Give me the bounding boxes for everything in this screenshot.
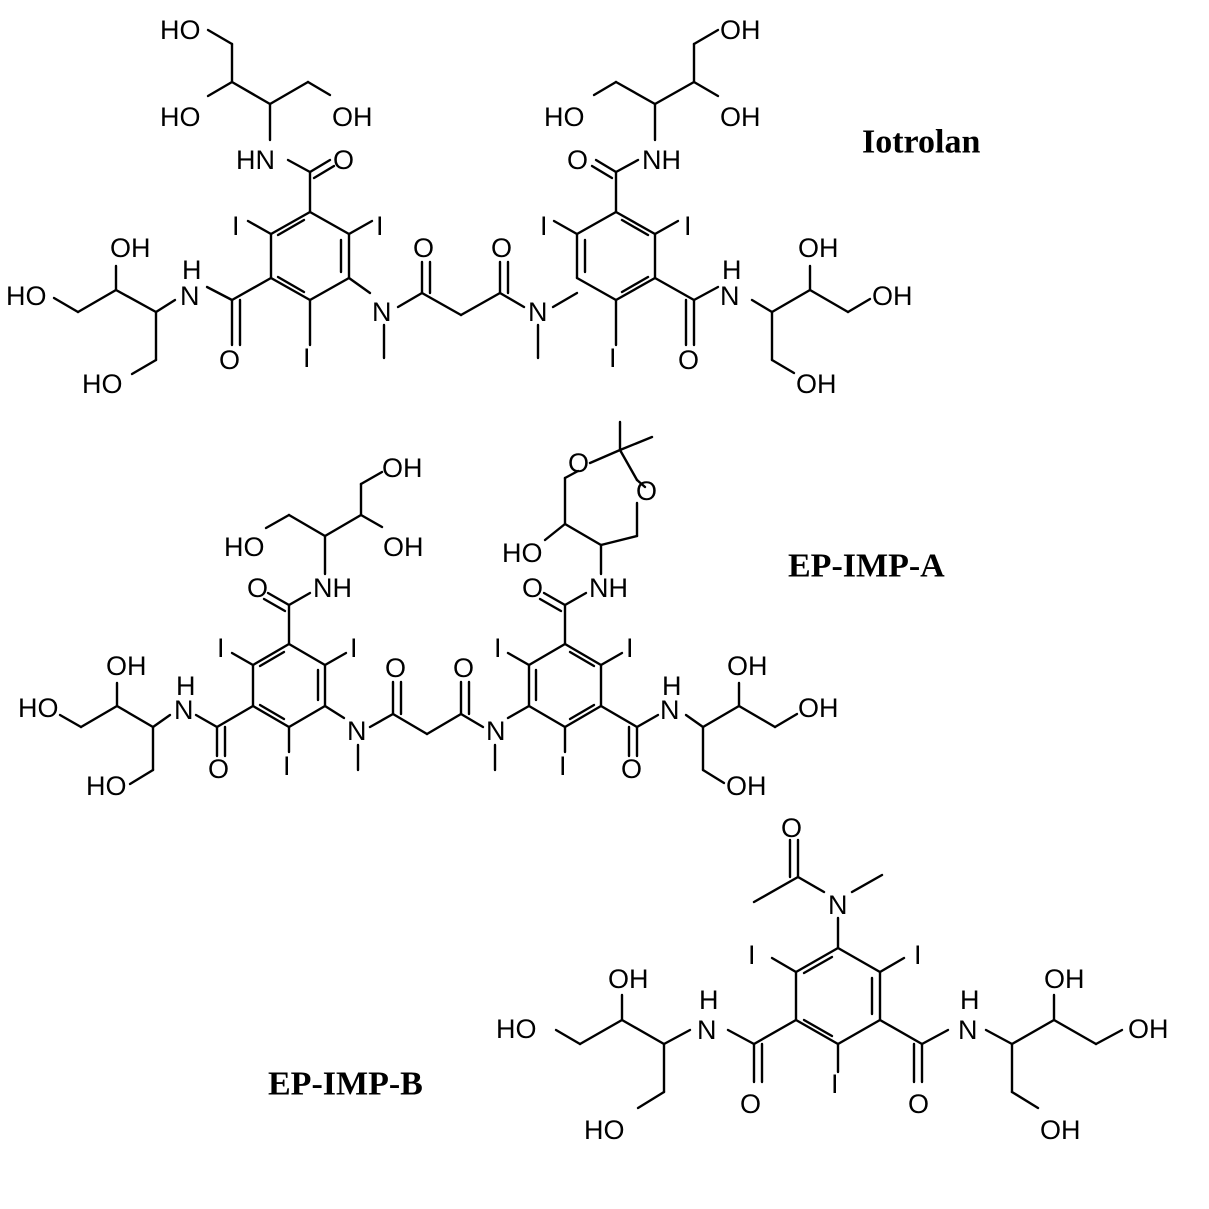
atom-iodine: I — [232, 211, 240, 241]
atom-hydroxyl: HO — [6, 281, 47, 311]
atom-iodine: I — [748, 940, 756, 970]
atom-oxygen: O — [522, 573, 543, 603]
atom-hydroxyl: OH — [608, 964, 649, 994]
compound-label-iotrolan: Iotrolan — [862, 124, 980, 161]
atom-amide-nh: HN — [236, 145, 275, 175]
atom-hydroxyl: OH — [796, 369, 837, 399]
atom-iodine: I — [684, 211, 692, 241]
atom-hydroxyl: HO — [224, 532, 265, 562]
compound-label-ep-imp-a: EP-IMP-A — [788, 548, 945, 585]
atom-oxygen: O — [491, 233, 512, 263]
atom-oxygen: O — [908, 1089, 929, 1119]
atom-hydrogen: H — [699, 985, 719, 1015]
atom-hydroxyl: HO — [496, 1014, 537, 1044]
atom-hydroxyl: OH — [106, 651, 147, 681]
atom-nitrogen: N — [828, 890, 848, 920]
atom-hydroxyl: OH — [1044, 964, 1085, 994]
atom-hydroxyl: OH — [720, 15, 761, 45]
atom-amide-nh: NH — [313, 573, 352, 603]
atom-iodine: I — [350, 633, 358, 663]
atom-hydroxyl: HO — [18, 693, 59, 723]
iotrolan-structure: HO HO OH HN O I I I OH HO H N O HO N O O… — [6, 15, 913, 399]
atom-oxygen: O — [385, 653, 406, 683]
atom-hydroxyl: HO — [160, 102, 201, 132]
ep-imp-a-structure: OH HO OH O NH I I I OH HO H N O HO N O O… — [18, 420, 839, 801]
atom-nitrogen: N — [720, 281, 740, 311]
atom-iodine: I — [376, 211, 384, 241]
atom-nitrogen: N — [486, 716, 506, 746]
atom-iodine: I — [217, 633, 225, 663]
atom-oxygen: O — [208, 754, 229, 784]
atom-hydrogen: H — [182, 255, 202, 285]
atom-oxygen: O — [678, 345, 699, 375]
atom-hydroxyl: OH — [720, 102, 761, 132]
atom-hydroxyl: OH — [727, 651, 768, 681]
compound-label-ep-imp-b: EP-IMP-B — [268, 1066, 423, 1103]
atom-hydroxyl: OH — [382, 453, 423, 483]
atom-nitrogen: N — [372, 297, 392, 327]
atom-oxygen: O — [453, 653, 474, 683]
atom-hydroxyl: OH — [383, 532, 424, 562]
atom-oxygen: O — [333, 145, 354, 175]
atom-oxygen: O — [567, 145, 588, 175]
ep-imp-b-structure: O N I I I OH HO H N O HO OH H N OH O OH — [496, 813, 1169, 1145]
atom-amide-nh: NH — [589, 573, 628, 603]
atom-hydroxyl: HO — [86, 771, 127, 801]
atom-iodine: I — [494, 633, 502, 663]
atom-hydroxyl: HO — [544, 102, 585, 132]
atom-oxygen: O — [219, 345, 240, 375]
atom-hydrogen: H — [722, 255, 742, 285]
atom-hydroxyl: HO — [502, 538, 543, 568]
atom-nitrogen: N — [174, 695, 194, 725]
atom-nitrogen: N — [528, 297, 548, 327]
atom-hydroxyl: HO — [584, 1115, 625, 1145]
atom-hydroxyl: HO — [82, 369, 123, 399]
atom-ring-oxygen: O — [568, 448, 589, 478]
atom-hydroxyl: OH — [332, 102, 373, 132]
atom-hydrogen: H — [662, 671, 682, 701]
atom-hydrogen: H — [960, 985, 980, 1015]
atom-nitrogen: N — [958, 1015, 978, 1045]
atom-iodine: I — [609, 343, 617, 373]
atom-oxygen: O — [247, 573, 268, 603]
atom-amide-nh: NH — [642, 145, 681, 175]
atom-iodine: I — [831, 1069, 839, 1099]
atom-iodine: I — [303, 343, 311, 373]
atom-hydrogen: H — [176, 671, 196, 701]
atom-hydroxyl: OH — [110, 233, 151, 263]
atom-nitrogen: N — [180, 281, 200, 311]
atom-hydroxyl: OH — [1040, 1115, 1081, 1145]
atom-hydroxyl: OH — [798, 693, 839, 723]
atom-hydroxyl: HO — [160, 15, 201, 45]
atom-oxygen: O — [781, 813, 802, 843]
atom-iodine: I — [626, 633, 634, 663]
atom-iodine: I — [559, 751, 567, 781]
atom-oxygen: O — [740, 1089, 761, 1119]
atom-nitrogen: N — [697, 1015, 717, 1045]
atom-iodine: I — [540, 211, 548, 241]
atom-ring-oxygen: O — [636, 476, 657, 506]
atom-hydroxyl: OH — [1128, 1014, 1169, 1044]
atom-hydroxyl: OH — [798, 233, 839, 263]
atom-hydroxyl: OH — [726, 771, 767, 801]
atom-iodine: I — [283, 751, 291, 781]
atom-hydroxyl: OH — [872, 281, 913, 311]
atom-nitrogen: N — [347, 716, 367, 746]
atom-oxygen: O — [621, 754, 642, 784]
atom-oxygen: O — [413, 233, 434, 263]
atom-iodine: I — [914, 940, 922, 970]
atom-nitrogen: N — [660, 695, 680, 725]
